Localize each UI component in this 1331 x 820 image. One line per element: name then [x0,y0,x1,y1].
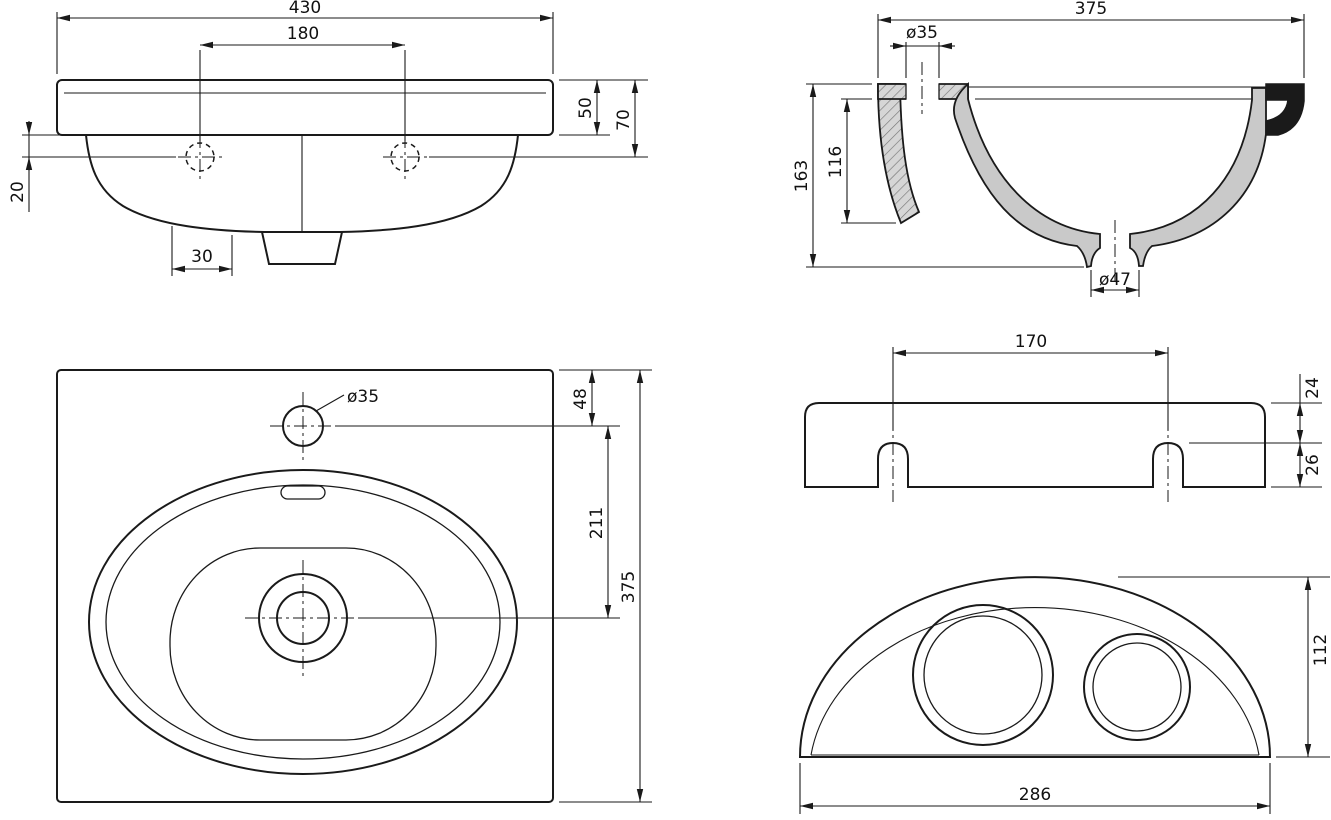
dimension-section-tap-hole: ø35 [890,23,955,78]
cover-outline [798,576,1272,758]
dim-rail-slot-spacing-label: 170 [1015,332,1047,352]
section-body [877,62,1305,284]
front-view: 430 180 50 70 20 [8,0,648,276]
dim-front-rim-height-label: 50 [576,97,596,119]
dim-front-axis-height-label: 70 [614,109,634,131]
dimension-section-drain-dia: ø47 [1090,270,1140,297]
dim-plan-tap-hole-label: ø35 [347,387,379,407]
dim-rail-slot-height-label: 26 [1303,454,1323,476]
dimension-plan-edge-to-hole: 48 [336,369,652,427]
siphon-cover-view: 112 286 [798,576,1331,814]
dim-plan-hole-to-drain-label: 211 [587,507,607,539]
dim-cover-height-label: 112 [1311,634,1331,666]
dimension-front-axis-drop: 20 [8,121,176,212]
dimension-front-width: 430 [56,0,554,74]
dim-section-drain-dia-label: ø47 [1099,270,1131,290]
front-outline [56,79,554,265]
dimension-cover-height: 112 [1118,576,1331,758]
dim-front-width-label: 430 [289,0,321,18]
plan-tap-hole: ø35 [270,387,379,460]
dimension-section-total-height: 163 [792,83,1084,268]
dim-section-inner-height-label: 116 [826,146,846,178]
dim-plan-edge-to-hole-label: 48 [571,388,591,410]
dimension-front-hole-spacing: 180 [199,24,406,141]
dim-front-axis-drop-label: 20 [8,181,28,203]
dimension-section-depth: 375 [877,0,1305,78]
dim-section-tap-hole-label: ø35 [906,23,938,43]
mounting-rail-view: 170 24 26 [804,332,1323,502]
dimension-cover-width: 286 [799,763,1271,814]
plan-view: ø35 48 211 375 [56,369,652,803]
dim-plan-depth-label: 375 [619,571,639,603]
dimension-plan-hole-to-drain: 211 [361,426,620,619]
dimension-rail-slot-height: 26 [1271,443,1323,488]
section-view: 375 ø35 163 116 ø47 [792,0,1305,297]
dim-section-depth-label: 375 [1075,0,1107,19]
dim-cover-width-label: 286 [1019,785,1051,805]
rail-outline [804,402,1266,488]
dimension-front-drain-offset: 30 [171,226,233,276]
cover-small-circle [1083,633,1191,741]
dim-front-drain-offset-label: 30 [191,247,213,267]
plan-outline [56,369,554,803]
plan-drain [245,560,361,676]
dimension-section-inner-height: 116 [826,98,896,224]
cover-large-circle [912,604,1054,746]
cover-inner-line [810,607,1260,756]
front-tap-holes [178,135,427,179]
dimension-plan-depth: 375 [559,370,652,803]
dimension-rail-slot-spacing: 170 [892,332,1169,430]
dimension-front-axis-height: 70 [429,80,648,158]
dim-rail-top-offset-label: 24 [1303,377,1323,399]
dim-section-total-height-label: 163 [792,160,812,192]
dim-front-hole-spacing-label: 180 [287,24,319,44]
